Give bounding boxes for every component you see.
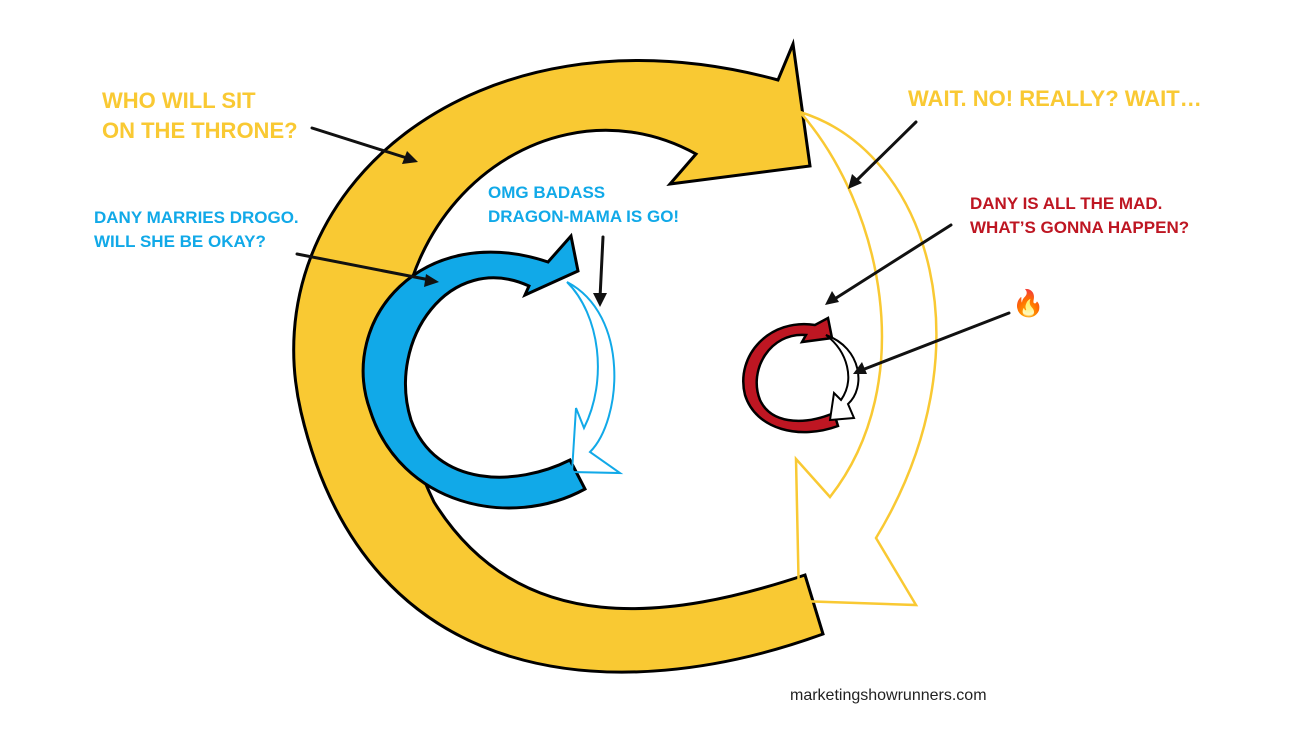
label-wait-no-really: WAIT. NO! REALLY? WAIT… [908,86,1202,111]
pointer-arrow-fire [860,311,1011,372]
pointer-arrow-dragon [598,235,605,300]
red-cycle-arrow [742,316,840,434]
yellow-cycle-arrow [292,38,825,674]
label-who-will-sit-on-throne: WHO WILL SIT ON THE THRONE? [102,88,298,143]
label-dany-marries-drogo: DANY MARRIES DROGO. WILL SHE BE OKAY? [94,208,299,251]
pointer-arrowhead-dragon [593,293,607,307]
white-cycle-outline-arrow [825,334,860,422]
site-url: marketingshowrunners.com [790,687,987,704]
pointer-arrow-drogo [295,252,432,282]
pointer-arrow-wait [853,120,918,184]
pointer-arrowhead-throne [402,151,418,164]
label-dragon-mama: OMG BADASS DRAGON-MAMA IS GO! [488,183,680,226]
pointer-arrowhead-wait [848,174,862,189]
pointer-arrowhead-fire [853,362,867,374]
pointer-arrow-throne [310,126,412,161]
pointer-arrowhead-drogo [424,274,439,287]
pointer-arrowhead-mad [825,291,839,305]
label-dany-is-mad: DANY IS ALL THE MAD. WHAT’S GONNA HAPPEN… [970,194,1190,237]
pointer-arrow-mad [831,223,953,302]
fire-emoji-icon: 🔥 [1012,288,1045,318]
blue-cycle-outline-arrow [566,281,624,475]
yellow-cycle-outline-arrow [794,109,938,607]
blue-cycle-arrow [361,232,588,510]
